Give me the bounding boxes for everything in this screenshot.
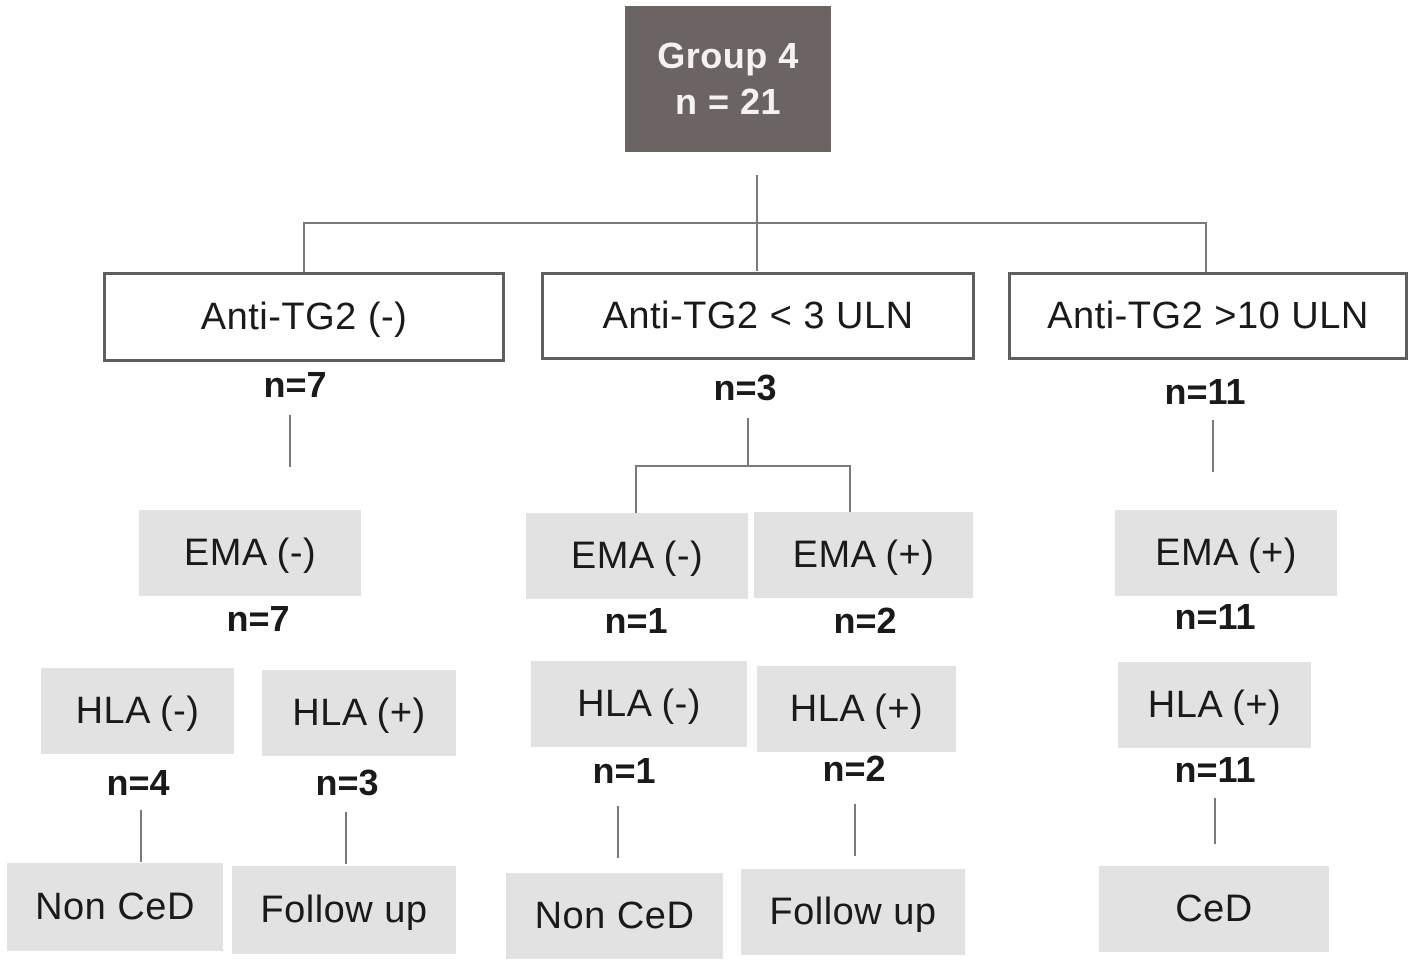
b2-ema-negative-count: n=1 [604,600,668,641]
b2-hla-positive: HLA (+) [757,666,956,752]
branch-1-count: n=7 [263,364,327,405]
branch-anti-tg2-under-3-uln: Anti-TG2 < 3 ULN [541,272,975,360]
b2-outcome-follow-up: Follow up [741,869,965,955]
b3-hla-positive: HLA (+) [1118,662,1311,748]
b3-ema-positive: EMA (+) [1115,510,1337,596]
b2-hla-negative: HLA (-) [531,661,747,747]
b3-outcome-ced: CeD [1099,866,1329,952]
connector-left-drop [303,222,305,272]
b2-outcome-non-ced: Non CeD [506,873,723,959]
b2-ema-negative: EMA (-) [526,513,748,599]
connector-b1-hla-neg-outcome [140,810,142,862]
b1-hla-negative: HLA (-) [41,668,234,754]
connector-b2-right [849,465,851,515]
connector-b1-hla-pos-outcome [345,812,347,864]
b3-hla-count: n=11 [1174,749,1256,790]
root-node: Group 4 n = 21 [625,6,831,152]
b2-hla-negative-count: n=1 [592,750,656,791]
b1-hla-positive: HLA (+) [262,670,456,756]
connector-b2-bar [635,465,851,467]
branch-3-count: n=11 [1164,371,1246,412]
b1-hla-negative-count: n=4 [106,762,170,803]
connector-b2-stem [747,418,749,466]
connector-top-bar [303,222,1207,224]
b2-hla-positive-count: n=2 [822,748,886,789]
root-title: Group 4 [657,35,799,76]
connector-b2-left [635,465,637,515]
connector-b3-ema [1212,420,1214,472]
b1-outcome-follow-up: Follow up [232,866,456,954]
connector-b1-ema [289,415,291,467]
branch-anti-tg2-over-10-uln: Anti-TG2 >10 ULN [1008,272,1408,360]
b3-ema-count: n=11 [1174,596,1256,637]
branch-anti-tg2-negative: Anti-TG2 (-) [103,272,505,362]
b1-ema-negative: EMA (-) [139,510,361,596]
b1-ema-count: n=7 [226,598,290,639]
connector-right-drop [1205,222,1207,272]
b1-hla-positive-count: n=3 [315,762,379,803]
b1-outcome-non-ced: Non CeD [7,863,223,951]
connector-b2-hla-pos-outcome [854,804,856,856]
root-count: n = 21 [674,81,782,122]
connector-b3-hla-outcome [1214,798,1216,844]
branch-2-count: n=3 [713,367,777,408]
connector-b2-hla-neg-outcome [617,806,619,858]
b2-ema-positive: EMA (+) [754,512,973,598]
b2-ema-positive-count: n=2 [833,600,897,641]
